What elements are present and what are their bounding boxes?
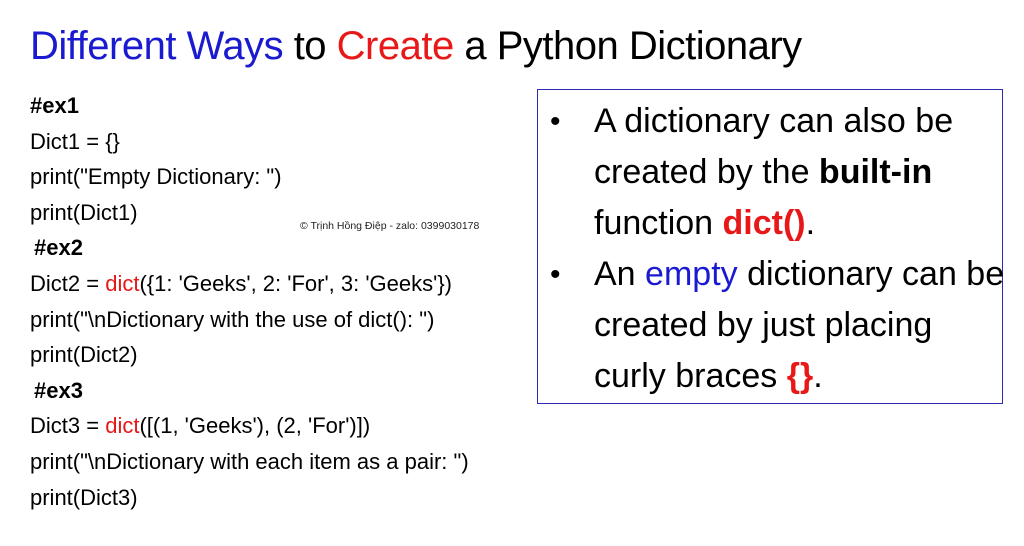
code-line-9: print(Dict3) — [30, 484, 138, 510]
bullet-1-dict-keyword: dict() — [722, 204, 806, 242]
code-block: #ex1 Dict1 = {} print("Empty Dictionary:… — [30, 88, 469, 515]
bullet-1-period: . — [805, 204, 816, 242]
bullet-2-text-2: dictionary can be created by just placin… — [594, 255, 1005, 395]
bullet-1-text-2: function — [594, 204, 723, 242]
title-to: to — [283, 24, 337, 68]
code-line-4-pre: Dict2 = — [30, 270, 106, 296]
code-line-5: print("\nDictionary with the use of dict… — [30, 306, 435, 332]
slide-title: Different Ways to Create a Python Dictio… — [30, 22, 802, 70]
ex1-header: #ex1 — [30, 93, 79, 118]
code-line-4-post: ({1: 'Geeks', 2: 'For', 3: 'Geeks'}) — [139, 270, 452, 296]
ex2-header: #ex2 — [34, 235, 83, 261]
bullet-icon: • — [550, 258, 561, 291]
bullet-2-empty: empty — [645, 255, 738, 293]
title-different-ways: Different Ways — [30, 24, 284, 68]
bullet-1-text: A dictionary can also be created by the — [594, 102, 954, 191]
code-line-3: print(Dict1) — [30, 199, 138, 225]
code-line-7-post: ([(1, 'Geeks'), (2, 'For')]) — [139, 413, 371, 439]
code-line-1: Dict1 = {} — [30, 128, 120, 154]
bullet-item-empty-dict: • An empty dictionary can be created by j… — [548, 249, 1008, 402]
ex3-header: #ex3 — [34, 377, 83, 403]
code-line-4: Dict2 = dict({1: 'Geeks', 2: 'For', 3: '… — [30, 266, 469, 302]
bullet-1-bold: built-in — [818, 153, 933, 191]
code-line-6: print(Dict2) — [30, 342, 138, 368]
code-line-2: print("Empty Dictionary: ") — [30, 164, 282, 190]
info-bullets: • A dictionary can also be created by the… — [548, 96, 1008, 402]
bullet-item-dict-function: • A dictionary can also be created by the… — [548, 96, 1008, 249]
author-credit: © Trịnh Hồng Điệp - zalo: 0399030178 — [300, 220, 480, 232]
bullet-icon: • — [550, 105, 561, 138]
info-box — [537, 89, 1003, 404]
code-line-7: Dict3 = dict([(1, 'Geeks'), (2, 'For')]) — [30, 408, 469, 444]
code-line-4-keyword: dict — [105, 270, 140, 296]
title-rest: a Python Dictionary — [453, 24, 802, 68]
code-line-7-keyword: dict — [105, 413, 140, 439]
bullet-2-text: An — [594, 255, 646, 293]
bullet-2-period: . — [813, 357, 823, 395]
title-create: Create — [336, 24, 455, 68]
code-line-7-pre: Dict3 = — [30, 413, 106, 439]
bullet-2-braces: {} — [786, 357, 814, 395]
code-line-8: print("\nDictionary with each item as a … — [30, 448, 469, 474]
